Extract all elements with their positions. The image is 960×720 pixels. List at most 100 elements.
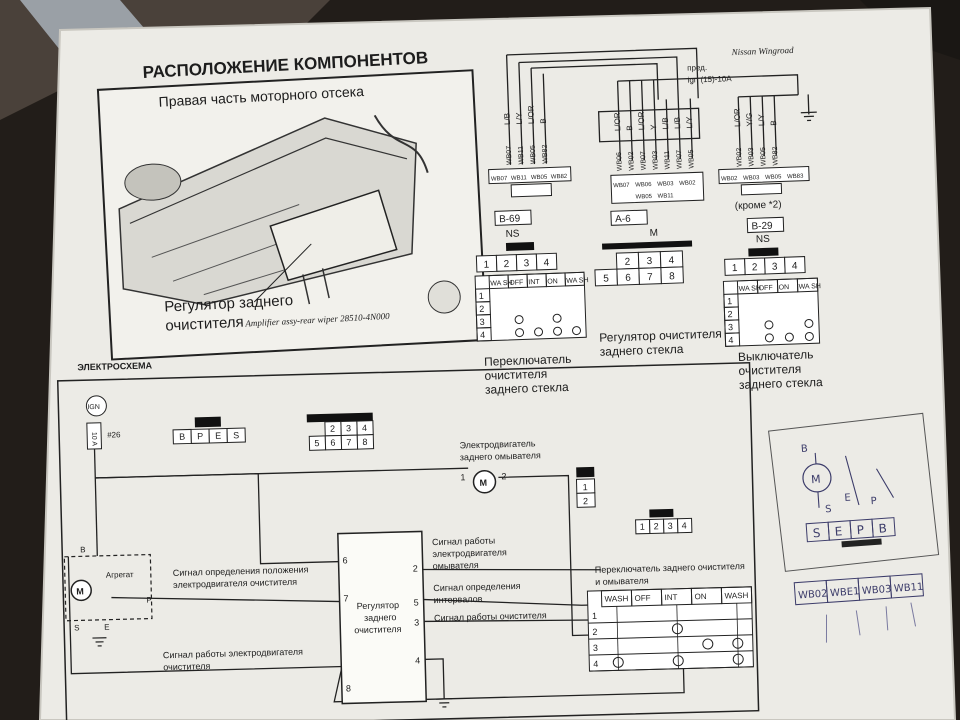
sketch-pin-e: E <box>844 493 851 504</box>
right-switch-row-cell <box>724 332 741 347</box>
harness-box-left-tab <box>510 182 553 198</box>
wire-code-label: WB82 <box>772 146 780 165</box>
conn-left-pin-label: 4 <box>543 257 549 268</box>
wire-code-label: WB03 <box>748 147 756 166</box>
conn8-bottom-pin-cell <box>356 434 375 450</box>
conn8-bottom-pin-label: 5 <box>314 438 319 448</box>
left-switch-row-label: 1 <box>479 291 484 301</box>
washer-motor-m: M <box>479 478 487 488</box>
wire-color-label: L/OR <box>613 112 623 131</box>
sketch-conn-label: P <box>856 523 864 537</box>
harness-box-right-tab <box>740 182 783 196</box>
harness-box-mid-code: WB03 <box>657 181 674 188</box>
wiper-pin-e: E <box>104 623 110 632</box>
conn-right-pin-label: 2 <box>752 262 758 273</box>
right-switch-row-label: 1 <box>727 296 732 306</box>
sch-table-contact <box>702 638 714 650</box>
sketch-motor: M <box>811 473 821 487</box>
switch-title-2: и омывателя <box>595 576 649 587</box>
wire-code-label: WB03 <box>652 151 660 170</box>
wire-code-label: WB02 <box>736 148 744 167</box>
harness-box-right-code: WB03 <box>743 175 760 182</box>
conn-mid-pin-bottom-label: 6 <box>625 273 631 284</box>
wire-code-label: WB11 <box>664 151 672 170</box>
left-switch-header: ON <box>547 278 558 285</box>
regulator-label-c: очистителя <box>354 624 401 635</box>
sch-table-row-line <box>589 666 754 672</box>
wire-code-label: WB05 <box>688 149 696 168</box>
conn-right-id: B-29 <box>751 221 773 233</box>
caption-right-1: Выключатель <box>738 347 814 364</box>
caption-right-2: очистителя <box>738 362 801 378</box>
left-switch-row-label: 2 <box>479 304 484 314</box>
conn8-top-pin-label: 4 <box>362 423 367 433</box>
sketch-code-label: WB11 <box>894 582 924 595</box>
small-conn-cell <box>576 492 596 508</box>
conn-left-pin-label: 3 <box>523 258 529 269</box>
left-switch-header-cell <box>564 271 585 287</box>
caption-left-3: заднего стекла <box>485 380 569 397</box>
right-switch-row-label: 4 <box>728 335 733 345</box>
conn-left-pin-cell <box>535 252 558 271</box>
sch-table-header: ON <box>694 592 706 601</box>
wiper-pin-s: S <box>74 623 80 632</box>
wire-code-label: WB82 <box>542 144 550 163</box>
left-switch-header: INT <box>528 279 540 286</box>
conn8-bottom-pin-label: 6 <box>330 438 335 448</box>
wire-color-label: B <box>625 125 634 131</box>
four-pin-label: 2 <box>654 521 659 531</box>
wire-code-label: WB05 <box>530 145 538 164</box>
sketch-conn-label: B <box>878 521 887 536</box>
regulator-label-b: заднего <box>364 612 397 623</box>
left-switch-contact <box>515 328 525 338</box>
conn8-bottom-pin-label: 7 <box>346 437 351 447</box>
conn-mid-color: M <box>649 228 658 239</box>
sketch-conn-label: E <box>834 524 843 538</box>
conn-right-pin-label: 3 <box>772 262 778 273</box>
sch-table-link <box>736 603 739 668</box>
four-pin-label: 1 <box>640 522 645 532</box>
harness-box-mid-frame <box>610 171 705 204</box>
left-switch-row-label: 4 <box>480 330 485 340</box>
caption-left-2: очистителя <box>484 367 547 383</box>
regulator-label-line1: Регулятор заднего <box>164 292 294 316</box>
schematic-small-connector: 12 <box>575 478 596 508</box>
conn8-top-pin-label: 3 <box>346 423 351 433</box>
right-switch-contact <box>764 320 774 330</box>
small-conn-pin: 2 <box>583 496 588 506</box>
sch-table-row-label: 4 <box>593 659 598 669</box>
wiper-pin-p: P <box>146 596 152 605</box>
wire-color-label: L/B <box>503 113 512 125</box>
regulator-pin-right: 3 <box>414 618 419 628</box>
sketch-pin-p: P <box>870 496 877 507</box>
model-stamp: Nissan Wingroad <box>730 45 794 57</box>
washer-motor-label-2: заднего омывателя <box>460 450 541 462</box>
ign-label: IGN <box>87 404 100 411</box>
harness-box-left-code: WB05 <box>531 175 548 182</box>
sch-table-header: WASH <box>724 591 748 601</box>
harness-box-mid-code: WB05 <box>636 194 653 201</box>
sketch-code-label: WB02 <box>798 588 828 601</box>
conn-mid-pin-top-label: 4 <box>668 255 674 266</box>
wire-color-label: L/B <box>673 117 682 129</box>
wiper-motor-symbol <box>70 579 92 602</box>
regulator-pin-right: 2 <box>413 564 418 574</box>
sig-position-2: электродвигателя очистителя <box>173 577 297 590</box>
bpes-pin-label: S <box>233 430 239 440</box>
sch-table-header: WASH <box>605 594 629 604</box>
conn-mid-id: A-6 <box>615 214 631 226</box>
conn-right-note: (кроме *2) <box>735 199 782 212</box>
conn-right-pin-cell <box>784 256 806 274</box>
